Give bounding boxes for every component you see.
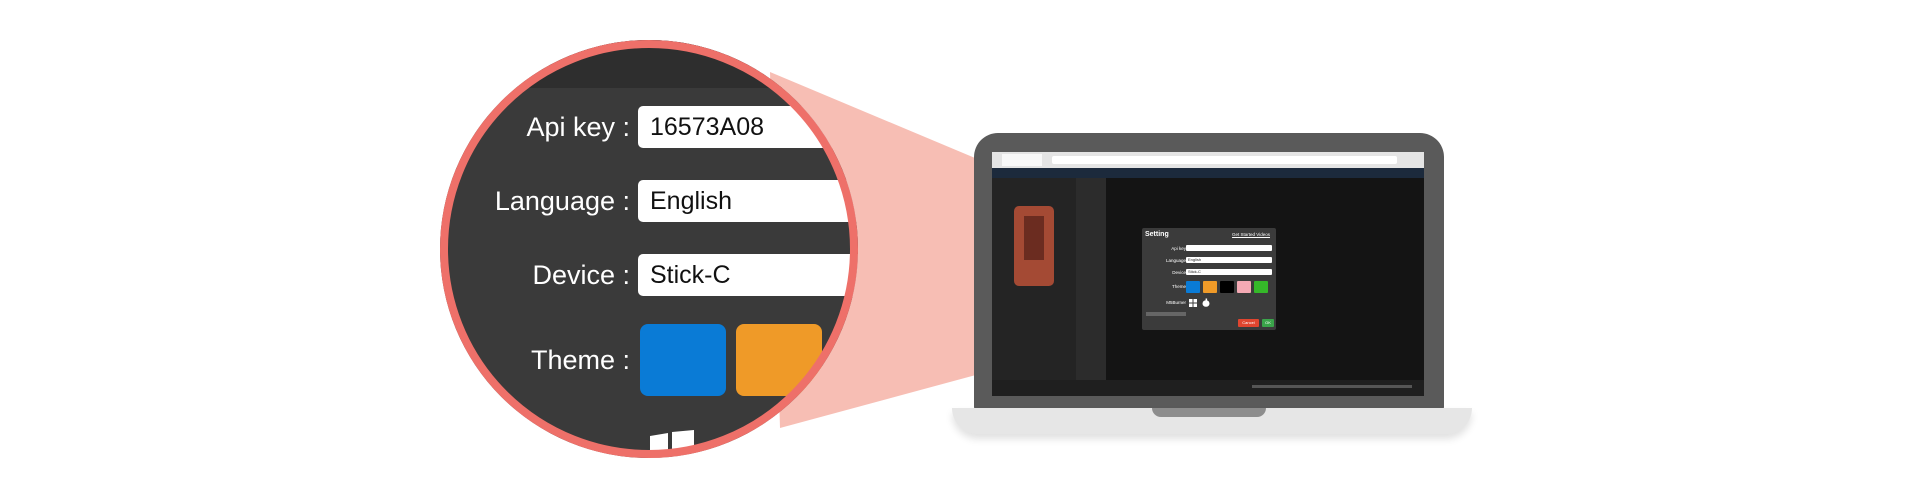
laptop-screen — [992, 152, 1424, 396]
language-row: Language : English — [458, 180, 858, 222]
language-select[interactable]: English — [638, 180, 858, 222]
theme-label: Theme : — [530, 344, 630, 375]
windows-icon[interactable] — [1189, 299, 1197, 307]
browser-toolbar — [992, 152, 1424, 168]
device-label: Device : — [532, 259, 630, 290]
dialog-api-key-input[interactable] — [1186, 245, 1272, 251]
theme-swatch-orange[interactable] — [736, 324, 822, 396]
setting-dialog: Setting Get Started Videos Api key Langu… — [1142, 228, 1276, 330]
language-label: Language : — [494, 185, 630, 216]
device-row: Device : Stick-C — [458, 254, 858, 296]
browser-tab[interactable] — [1002, 154, 1042, 166]
api-key-input[interactable]: 16573A08 — [638, 106, 858, 148]
dialog-theme-orange[interactable] — [1203, 281, 1217, 293]
theme-row: Theme : — [458, 324, 822, 396]
dialog-language-select[interactable]: English — [1186, 257, 1272, 263]
ok-button[interactable]: OK — [1262, 319, 1274, 327]
zoom-dialog-header — [440, 40, 858, 88]
magnifier-zoom: Api key : 16573A08 Language : English De… — [440, 40, 858, 458]
theme-swatch-blue[interactable] — [640, 324, 726, 396]
dialog-theme-black[interactable] — [1220, 281, 1234, 293]
cancel-button[interactable]: Cancel — [1238, 319, 1259, 327]
address-bar[interactable] — [1052, 156, 1397, 164]
dialog-theme-pink[interactable] — [1237, 281, 1251, 293]
device-preview-screen — [1024, 216, 1044, 260]
api-key-row: Api key : 16573A08 — [458, 106, 858, 148]
language-flags-row — [1146, 312, 1186, 316]
windows-icon[interactable] — [650, 430, 694, 458]
horizontal-scrollbar[interactable] — [1252, 385, 1412, 388]
dialog-mburner-label: M5Burner — [1166, 300, 1186, 305]
dialog-language-label: Language — [1165, 258, 1186, 263]
dialog-device-select[interactable]: Stick-C — [1186, 269, 1272, 275]
dialog-theme-label: Theme — [1171, 284, 1186, 289]
device-select[interactable]: Stick-C — [638, 254, 858, 296]
status-bar — [992, 380, 1424, 396]
dialog-api-key-label: Api key — [1171, 246, 1186, 251]
laptop-notch — [1152, 408, 1266, 417]
apple-icon[interactable] — [1202, 298, 1210, 307]
dialog-theme-green[interactable] — [1254, 281, 1268, 293]
api-key-label: Api key : — [526, 111, 630, 142]
app-header — [992, 168, 1424, 178]
get-started-link[interactable]: Get Started Videos — [1232, 232, 1270, 237]
dialog-device-label: Device — [1172, 270, 1186, 275]
dialog-theme-blue[interactable] — [1186, 281, 1200, 293]
block-palette — [1076, 178, 1106, 396]
dialog-title: Setting — [1145, 231, 1169, 238]
